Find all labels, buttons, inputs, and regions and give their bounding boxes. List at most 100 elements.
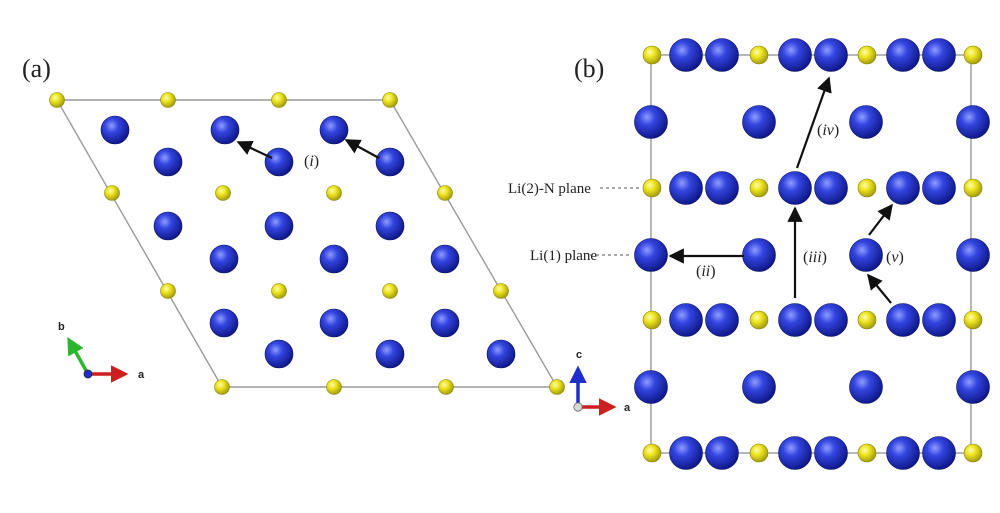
li-atom (778, 171, 812, 205)
li-atom (430, 308, 460, 338)
panel-a-axis-a-label: a (138, 369, 145, 381)
n-atom (104, 185, 120, 201)
li-atom (814, 303, 848, 337)
n-atom (382, 283, 398, 299)
li-atom (634, 238, 668, 272)
panel-b-hop-arrow-iv (795, 76, 832, 169)
n-atom (642, 443, 662, 463)
li-atom (956, 238, 990, 272)
panel-b-label: (b) (574, 54, 604, 83)
li-atom (375, 339, 405, 369)
li-atom (705, 171, 739, 205)
li-atom (886, 436, 920, 470)
li-atom (742, 105, 776, 139)
li-atom (264, 211, 294, 241)
li-atom (430, 244, 460, 274)
n-atom (437, 185, 453, 201)
n-atom (49, 92, 65, 108)
panel-a-atoms (49, 92, 565, 395)
panel-b-plane-label-li1: Li(1) plane (530, 248, 597, 264)
n-atom (326, 185, 342, 201)
li-atom (778, 436, 812, 470)
li-atom (922, 303, 956, 337)
panel-b-hop-label-iii: (iii) (803, 249, 827, 266)
n-atom (963, 310, 983, 330)
li-atom (705, 303, 739, 337)
panel-a-axis-triad: a b (58, 321, 145, 383)
li-atom (669, 303, 703, 337)
li-atom (209, 244, 239, 274)
li-atom (814, 436, 848, 470)
n-atom (549, 379, 565, 395)
n-atom (326, 379, 342, 395)
panel-b-axis-a-label: a (624, 402, 631, 414)
panel-a-axis-b-arrow (67, 336, 90, 375)
panel-b-axis-origin (573, 402, 583, 412)
n-atom (857, 310, 877, 330)
panel-a-hop-arrow-left (236, 140, 273, 159)
n-atom (749, 178, 769, 198)
li-atom (886, 303, 920, 337)
n-atom (271, 283, 287, 299)
li-atom (319, 244, 349, 274)
panel-b-hop-label-ii: (ii) (696, 263, 716, 280)
n-atom (963, 443, 983, 463)
n-atom (214, 379, 230, 395)
n-atom (642, 178, 662, 198)
li-atom (778, 38, 812, 72)
panel-b-atoms (634, 38, 990, 470)
panel-b-hop-arrow-v-up (868, 203, 893, 236)
li-atom (634, 105, 668, 139)
li-atom (922, 171, 956, 205)
n-atom (215, 185, 231, 201)
n-atom (963, 178, 983, 198)
li-atom (319, 308, 349, 338)
n-atom (160, 92, 176, 108)
panel-a-label: (a) (22, 54, 51, 83)
n-atom (438, 379, 454, 395)
panel-b-axis-triad: c a (569, 349, 631, 416)
panel-b-hop-label-iv: (iv) (817, 122, 839, 139)
n-atom (857, 443, 877, 463)
panel-b-plane-label-li2n: Li(2)-N plane (508, 181, 591, 197)
n-atom (382, 92, 398, 108)
li-atom (210, 115, 240, 145)
li-atom (264, 147, 294, 177)
li-atom (669, 38, 703, 72)
li-atom (742, 238, 776, 272)
panel-b: (b) Li(2)-N plane Li(1) plane (ii) (iii)… (508, 38, 990, 470)
n-atom (749, 310, 769, 330)
li-atom (669, 436, 703, 470)
li-atom (264, 339, 294, 369)
panel-b-axis-c-label: c (576, 349, 582, 361)
n-atom (857, 45, 877, 65)
panel-b-hop-label-v: (v) (886, 249, 904, 266)
li-atom (814, 171, 848, 205)
li-atom (634, 370, 668, 404)
n-atom (160, 283, 176, 299)
n-atom (963, 45, 983, 65)
li-atom (849, 370, 883, 404)
n-atom (493, 283, 509, 299)
panel-a-unit-cell (55, 99, 559, 388)
li-atom (375, 211, 405, 241)
li-atom (956, 105, 990, 139)
li-atom (705, 38, 739, 72)
li-atom (956, 370, 990, 404)
n-atom (271, 92, 287, 108)
panel-b-hop-arrow-v-down (867, 273, 892, 304)
li-atom (778, 303, 812, 337)
panel-a-hop-label: (i) (304, 153, 319, 170)
li-atom (922, 38, 956, 72)
li-atom (375, 147, 405, 177)
n-atom (642, 45, 662, 65)
li-atom (100, 115, 130, 145)
li-atom (486, 339, 516, 369)
li-atom (319, 115, 349, 145)
li-atom (153, 147, 183, 177)
n-atom (857, 178, 877, 198)
li-atom (153, 211, 183, 241)
li-atom (886, 171, 920, 205)
li-atom (849, 238, 883, 272)
panel-a-axis-origin (83, 369, 93, 379)
